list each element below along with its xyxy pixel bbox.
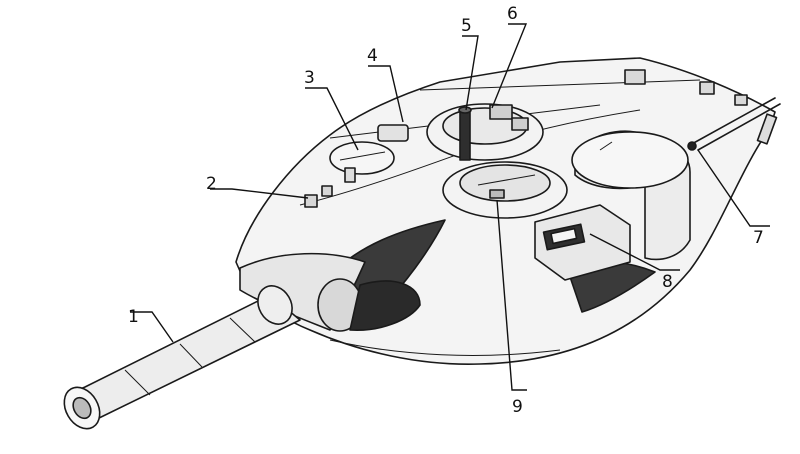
leader-line-4 xyxy=(368,65,404,123)
callout-3: 3 xyxy=(304,68,315,88)
callout-6: 6 xyxy=(507,4,518,24)
gunner-hatch xyxy=(442,161,568,219)
leader-line-3 xyxy=(305,87,359,151)
rear-stowage xyxy=(624,69,748,106)
leader-line-7 xyxy=(697,149,770,227)
loader-hatch xyxy=(329,141,395,183)
callout-2: 2 xyxy=(206,174,217,194)
callout-7: 7 xyxy=(753,228,764,248)
leader-line-2 xyxy=(210,188,309,199)
callout-4: 4 xyxy=(367,46,378,66)
gun-mantlet xyxy=(239,252,421,332)
leader-line-5 xyxy=(462,35,479,111)
main-gun-barrel xyxy=(63,285,301,430)
leader-line-1 xyxy=(130,311,174,343)
leader-line-9 xyxy=(496,199,527,391)
callout-9: 9 xyxy=(512,397,523,417)
leader-line-6 xyxy=(491,23,528,109)
leader-lines xyxy=(130,23,770,391)
periscope-block xyxy=(377,124,409,142)
callout-8: 8 xyxy=(662,272,673,292)
sight-box xyxy=(534,204,631,281)
callout-1: 1 xyxy=(128,307,139,327)
callout-5: 5 xyxy=(461,16,472,36)
commander-cupola xyxy=(426,103,544,161)
antenna-mast xyxy=(687,97,781,151)
side-fitting xyxy=(304,185,333,208)
leader-line-8 xyxy=(589,233,680,271)
rear-cupola xyxy=(571,130,691,261)
cupola-sight-post xyxy=(458,106,472,161)
